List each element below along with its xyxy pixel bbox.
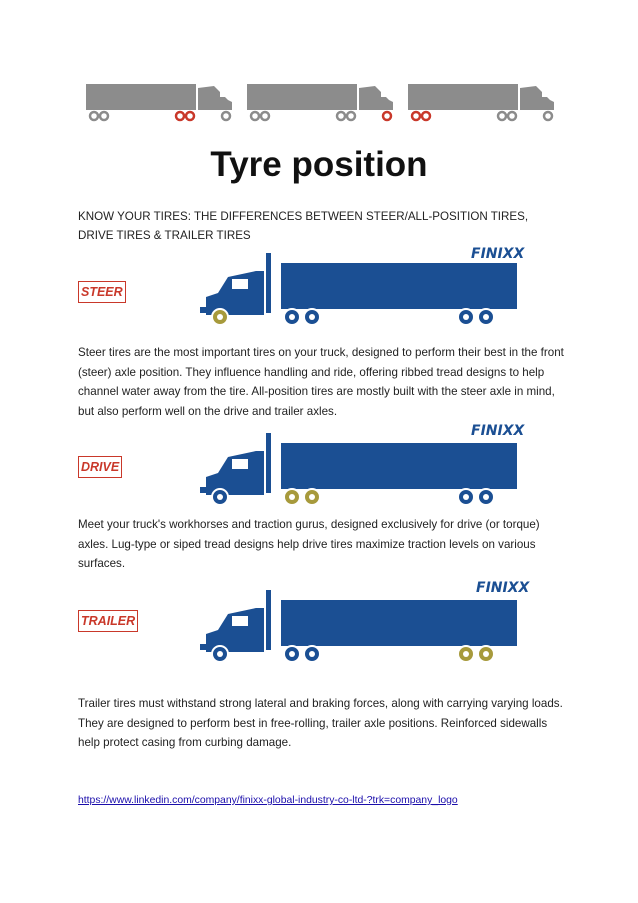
overview-truck-trailer — [408, 84, 554, 122]
drive-label: DRIVE — [78, 456, 123, 478]
page-title: Tyre position — [210, 145, 428, 184]
steer-truck-illustration: FINIXX — [200, 246, 525, 326]
steer-label: STEER — [78, 281, 126, 303]
overview-truck-drive — [247, 84, 393, 122]
intro-text: KNOW YOUR TIRES: THE DIFFERENCES BETWEEN… — [78, 210, 529, 242]
drive-truck-illustration: FINIXX — [200, 423, 525, 506]
finixx-logo: FINIXX — [471, 423, 525, 439]
steer-description: Steer tires are the most important tires… — [78, 346, 564, 418]
position-overview-trucks — [86, 84, 554, 122]
linkedin-link[interactable]: https://www.linkedin.com/company/finixx-… — [78, 795, 458, 806]
trailer-label: TRAILER — [78, 610, 139, 632]
drive-description: Meet your truck's workhorses and tractio… — [78, 518, 540, 570]
overview-truck-steer — [86, 84, 232, 122]
finixx-logo: FINIXX — [471, 246, 525, 262]
finixx-logo: FINIXX — [476, 580, 530, 596]
trailer-truck-illustration: FINIXX — [200, 580, 530, 663]
trailer-description: Trailer tires must withstand strong late… — [78, 697, 563, 749]
